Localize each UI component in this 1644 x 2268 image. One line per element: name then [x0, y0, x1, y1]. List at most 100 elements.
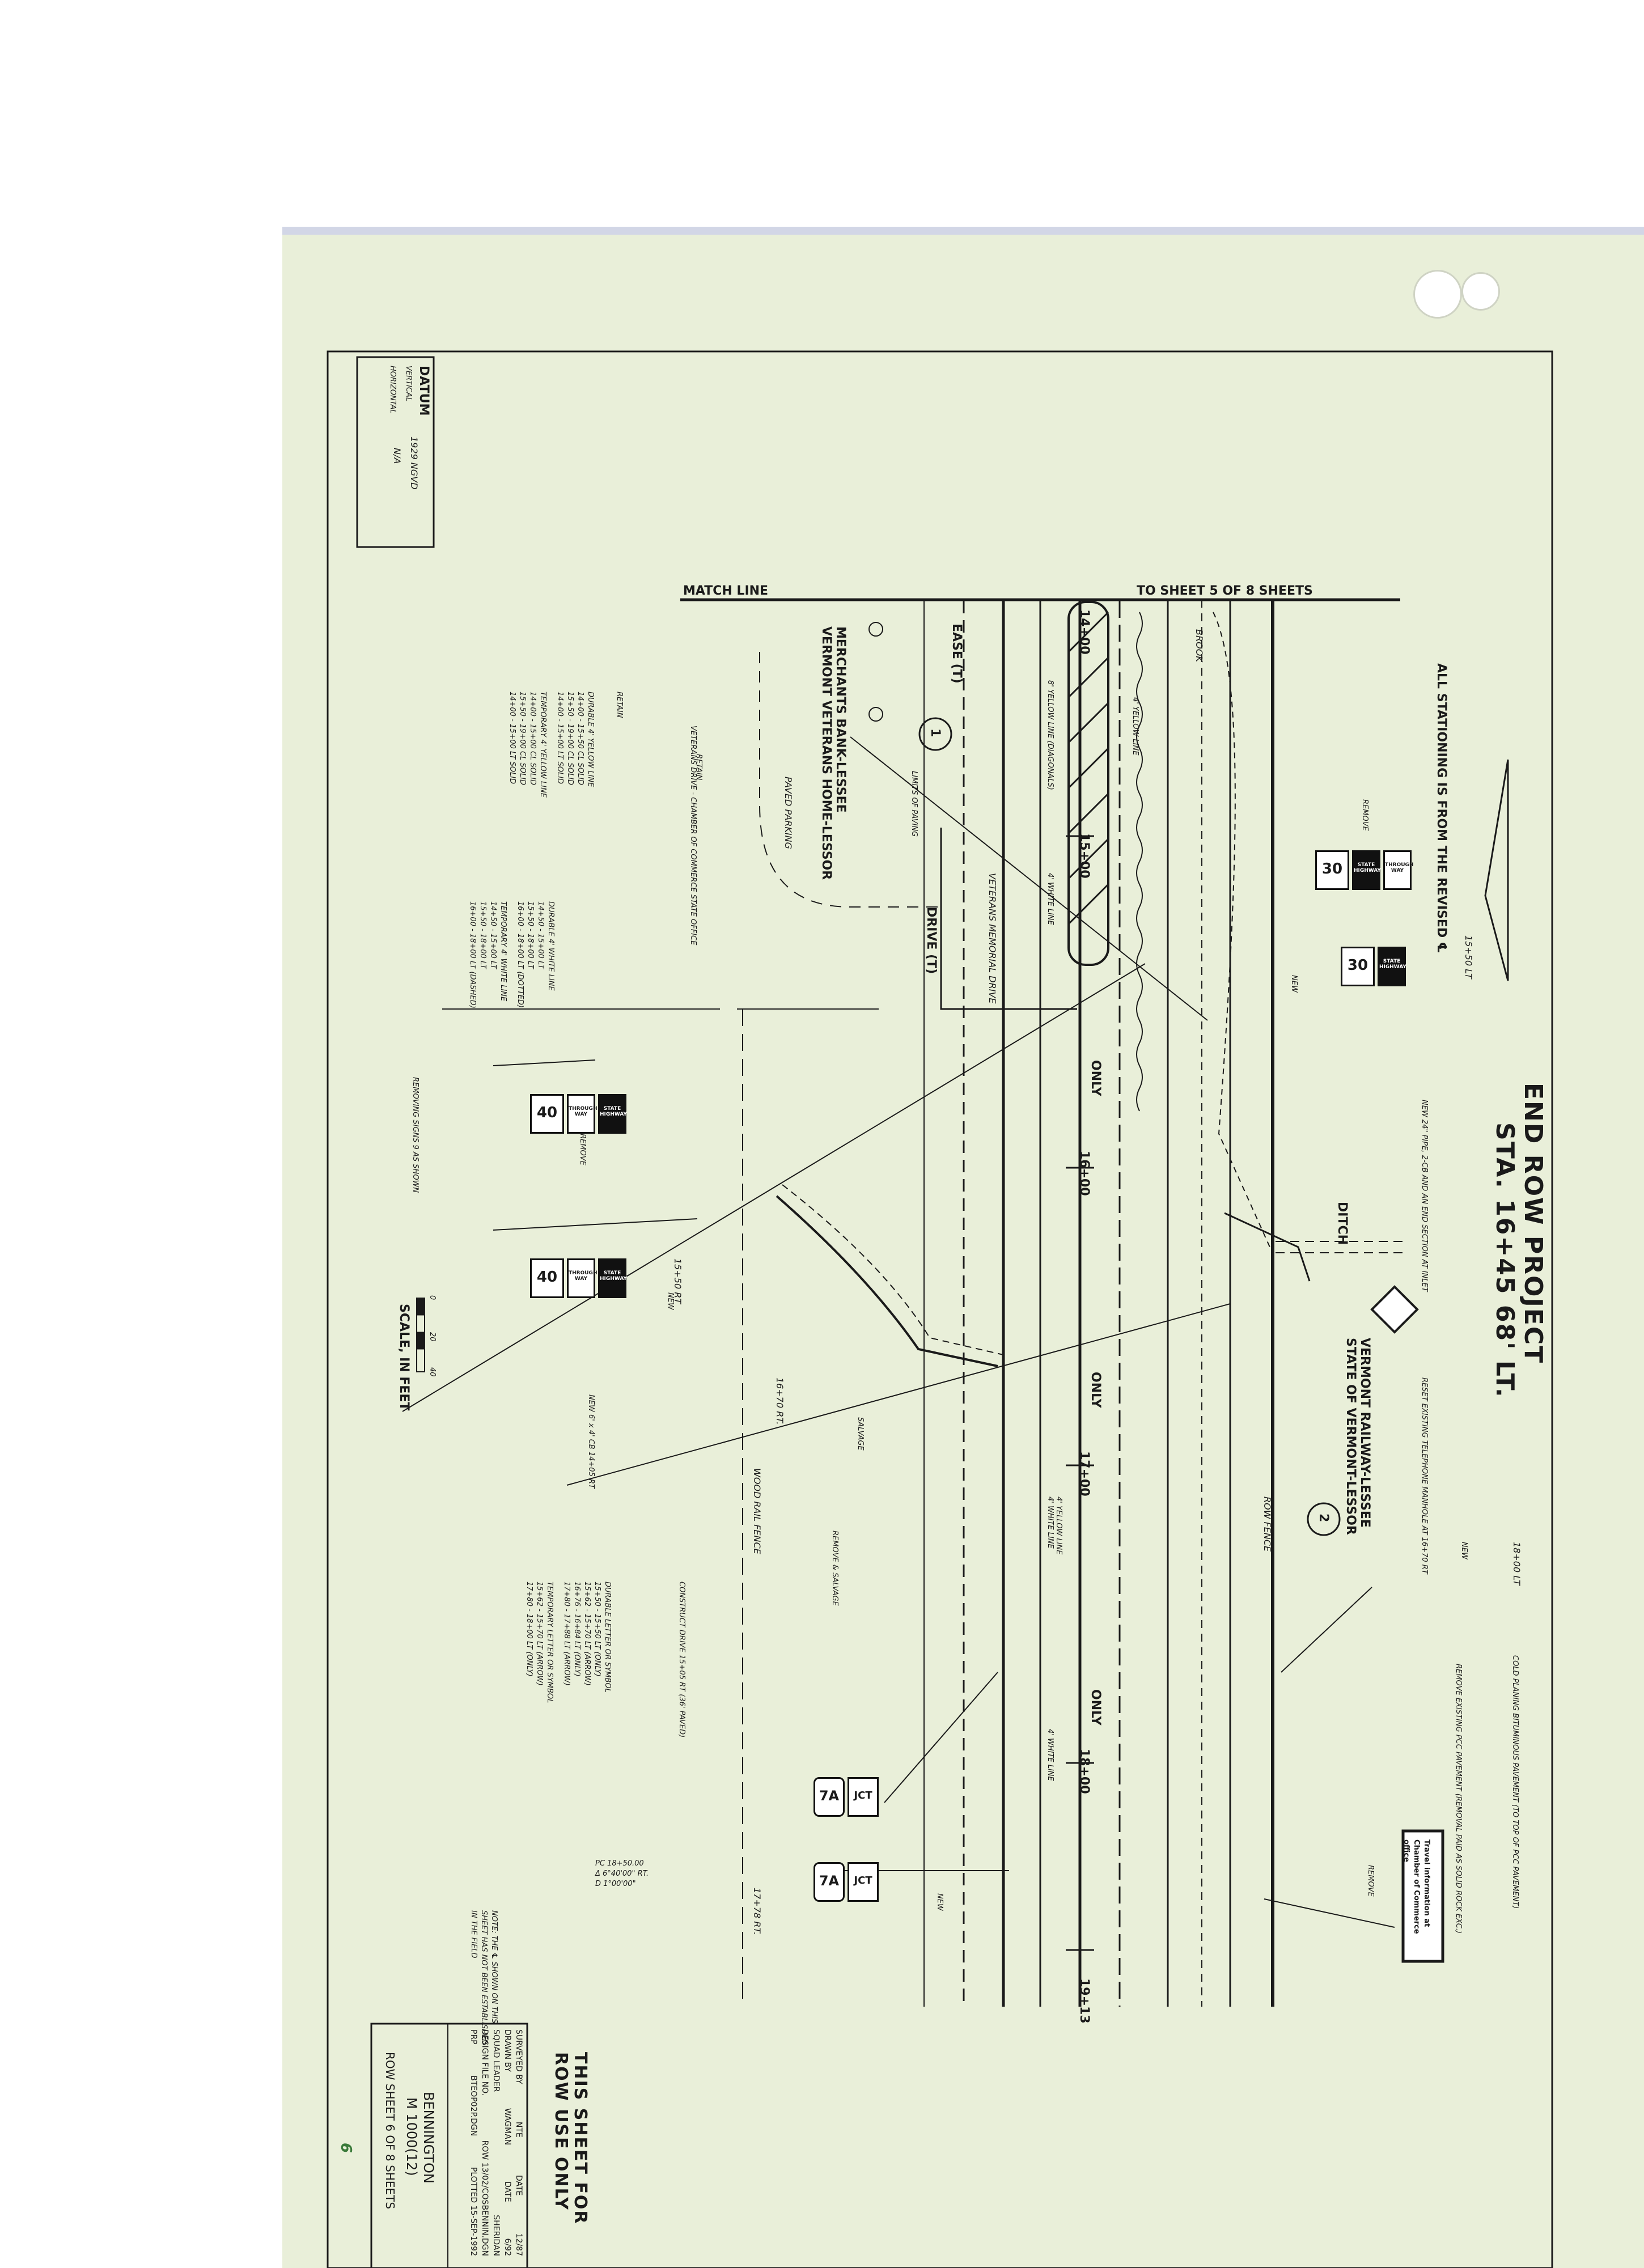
letter-symbol-table: DURABLE LETTER OR SYMBOL 15+50 - 15+50 L…: [524, 1582, 612, 1703]
centerline-note: NOTE: THE ℄ SHOWN ON THIS SHEET HAS NOT …: [469, 1910, 498, 2045]
wood-rail-fence-label: WOOD RAIL FENCE: [752, 1468, 762, 1554]
station-15: 15+00: [1077, 833, 1091, 879]
jct-sign-new: JCT: [848, 1862, 879, 1902]
parcel-2-lessee: VERMONT RAILWAY-LESSEE: [1358, 1338, 1372, 1528]
yellow-line-label: 4' YELLOW LINE: [1131, 697, 1139, 756]
table-row: 15+50 - 15+50 LT (ONLY): [593, 1582, 601, 1677]
date-label-2: DATE: [503, 2181, 512, 2202]
drive-label: DRIVE (T): [924, 907, 938, 974]
date-2: 6/92: [503, 2238, 512, 2256]
surveyed-by-value: NTE: [514, 2121, 523, 2138]
end-section-note: NEW 24" PIPE, 2-CB AND AN END SECTION AT…: [1420, 1100, 1429, 1292]
brook-line: [1136, 612, 1143, 1112]
squad-leader-label: SQUAD LEADER: [491, 2029, 501, 2092]
ease-label: EASE (T): [950, 624, 964, 684]
datum-label: DATUM: [417, 366, 431, 416]
title-end-row: END ROW PROJECT: [1519, 1083, 1548, 1364]
table-row: 15+50 - 18+00 LT: [478, 901, 487, 969]
design-file-label: DESIGN FILE NO.: [480, 2029, 489, 2096]
new-label-4: NEW: [935, 1893, 944, 1911]
yellow-line-table: DURABLE 4' YELLOW LINE 14+00 - 15+50 CL …: [507, 692, 595, 798]
remove-label-1: REMOVE: [1361, 799, 1369, 831]
plotted-value: PLOTTED 15-SEP-1992: [469, 2167, 478, 2256]
remove-label-4: REMOVE: [1366, 1865, 1375, 1897]
surveyed-by-label: SURVEYED BY: [514, 2029, 523, 2084]
date-1: 12/87: [514, 2233, 523, 2256]
table-row: 14+00 - 15+00 CL SOLID: [528, 692, 537, 786]
removing-signs-note: REMOVING SIGNS 9 AS SHOWN: [411, 1077, 420, 1193]
station-18: 18+00: [1077, 1749, 1091, 1794]
datum-box: [356, 356, 435, 548]
row-use-only-label: THIS SHEET FOR ROW USE ONLY: [551, 2052, 590, 2225]
station-1913: 19+13: [1077, 1978, 1091, 2024]
scale-tick-20: 20: [428, 1332, 437, 1342]
rt-1778: 17+78 RT.: [752, 1888, 762, 1935]
veterans-drive-label: VETERANS MEMORIAL DRIVE: [987, 873, 998, 1004]
station-16: 16+00: [1077, 1151, 1091, 1196]
table-row: 15+62 - 15+70 LT (ARROW): [535, 1582, 544, 1686]
paved-parking-label: PAVED PARKING: [783, 777, 794, 849]
new-label-3: NEW: [1460, 1542, 1468, 1559]
table-row: 14+00 - 15+00 LT SOLID: [556, 692, 564, 785]
table-row: 15+62 - 15+70 LT (ARROW): [583, 1582, 591, 1686]
table-row: 17+80 - 18+00 LT (ONLY): [525, 1582, 533, 1677]
table-row: DURABLE LETTER OR SYMBOL: [603, 1582, 612, 1693]
date-label: DATE: [514, 2174, 523, 2196]
file-value: BTEOP02P.DGN: [469, 2075, 478, 2136]
basin-note: NEW 6' x 4' CB 14+05 RT: [587, 1394, 595, 1489]
remove-salvage-label: REMOVE & SALVAGE: [831, 1531, 839, 1606]
drawn-by-label: DRAWN BY: [503, 2029, 512, 2072]
datum-vertical-label: VERTICAL: [404, 366, 413, 402]
table-row: 16+00 - 18+00 LT (DASHED): [468, 901, 477, 1008]
table-row: TEMPORARY 4' WHITE LINE: [499, 901, 507, 1002]
state-highway-sign-new: STATE HIGHWAY: [1378, 947, 1406, 986]
salvage-label: SALVAGE: [856, 1417, 865, 1451]
white-line-label-3: 4' WHITE LINE: [1046, 1729, 1054, 1781]
parcel-1-lessor: VERMONT VETERANS HOME-LESSOR: [819, 626, 833, 880]
white-line-label-2: 4' WHITE LINE: [1046, 1497, 1054, 1549]
table-row: 14+50 - 15+00 LT: [489, 901, 497, 969]
drawn-by-value: WAGMAN: [503, 2108, 512, 2146]
sheet-border: [327, 350, 1553, 2268]
station-17: 17+00: [1077, 1451, 1091, 1497]
table-row: 15+50 - 18+00 LT: [526, 901, 535, 969]
table-row: 17+80 - 17+88 LT (ARROW): [562, 1582, 571, 1686]
brook-label: BROOK: [1194, 629, 1205, 662]
datum-vertical-value: 1929 NGVD: [409, 436, 420, 490]
state-highway-sign-2: STATE HIGHWAY: [598, 1094, 627, 1134]
table-row: 14+00 - 15+00 LT SOLID: [508, 692, 516, 785]
remove-existing-note: REMOVE EXISTING PCC PAVEMENT (REMOVAL PA…: [1454, 1664, 1463, 1934]
speed-limit-30-sign-new: 30: [1341, 947, 1375, 986]
ramp-edge: [776, 1195, 998, 1367]
route-7a-sign-new: 7A: [813, 1862, 845, 1902]
only-marking-1: ONLY: [1088, 1060, 1103, 1096]
state-highway-sign-3: STATE HIGHWAY: [598, 1258, 627, 1298]
title-station: STA. 16+45 68' LT.: [1490, 1122, 1519, 1398]
white-line-label: 4' WHITE LINE: [1046, 873, 1054, 925]
parcel-1-number: 1: [928, 728, 942, 737]
title-block-frame: [370, 2023, 528, 2268]
project-number: M 1000(12): [404, 2097, 420, 2176]
yellow-diagonals-label: 8' YELLOW LINE (DIAGONALS): [1046, 680, 1054, 790]
parcel-2-circle: [1307, 1502, 1341, 1536]
travel-info-sign: Travel information at Chamber of Commerc…: [1402, 1839, 1431, 1934]
d-note: D 1°00'00": [595, 1880, 636, 1888]
parcel-2-number: 2: [1316, 1514, 1331, 1523]
scale-tick-0: 0: [428, 1295, 437, 1300]
jct-sign: JCT: [848, 1777, 879, 1817]
new-label-1: NEW: [1290, 975, 1298, 993]
limits-paving-label: LIMITS OF PAVING: [910, 771, 918, 837]
parcel-1-lessee: MERCHANTS BANK-LESSEE: [833, 626, 848, 813]
manhole-note: RESET EXISTING TELEPHONE MANHOLE AT 16+7…: [1420, 1377, 1429, 1574]
new-label-2: NEW: [666, 1292, 675, 1310]
parcel-2-lessor: STATE OF VERMONT-LESSOR: [1344, 1338, 1358, 1535]
stationing-note: ALL STATIONING IS FROM THE REVISED ℄: [1434, 663, 1448, 953]
table-row: TEMPORARY LETTER OR SYMBOL: [545, 1582, 554, 1703]
row-fence-label: ROW FENCE: [1262, 1497, 1273, 1552]
retain-label-2: RETAIN: [615, 692, 624, 718]
scale-tick-40: 40: [428, 1367, 437, 1377]
prp-label: PRP: [469, 2029, 478, 2045]
speed-limit-40-sign-new: 40: [530, 1258, 564, 1298]
datum-horizontal-value: N/A: [392, 448, 402, 464]
